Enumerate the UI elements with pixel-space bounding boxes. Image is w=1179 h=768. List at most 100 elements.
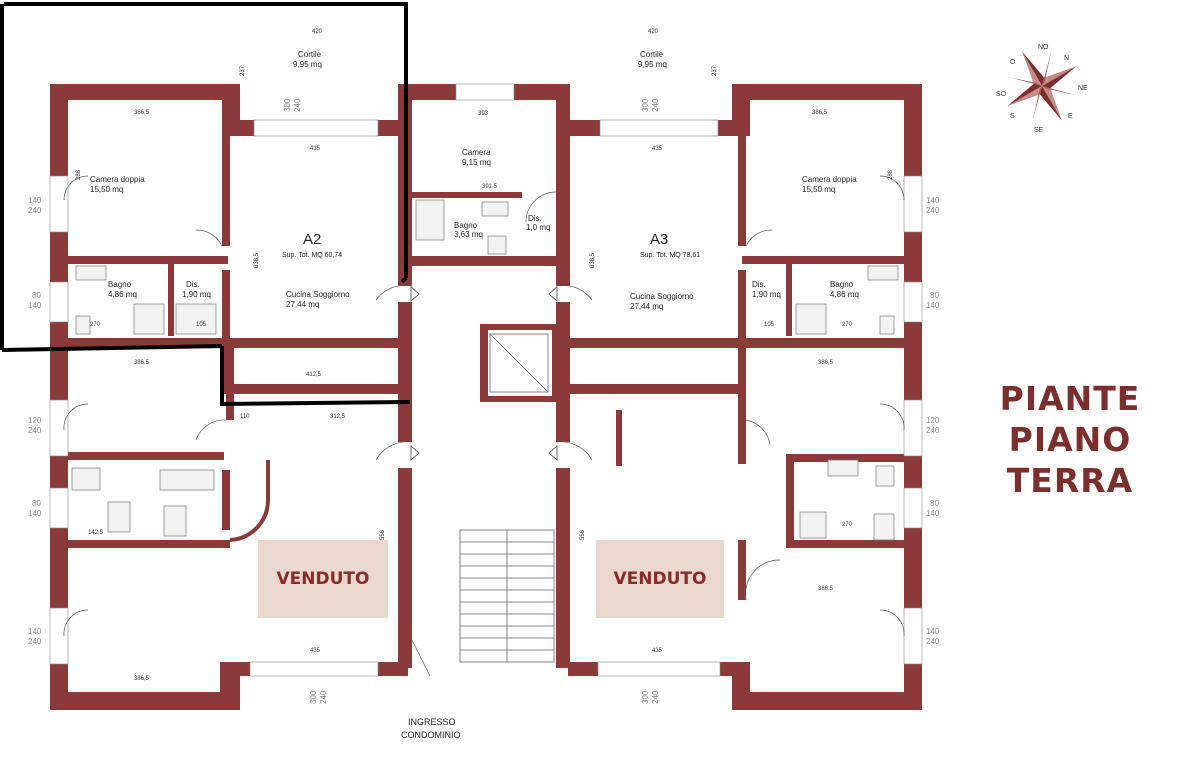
svg-text:638,5: 638,5	[254, 252, 260, 268]
window-top-l	[253, 119, 379, 137]
room-dis-left-name: Dis.	[186, 280, 200, 289]
svg-text:638,5: 638,5	[590, 252, 596, 268]
svg-text:240: 240	[651, 690, 660, 704]
compass-labels: N NE E SE S SO O NO	[996, 44, 1088, 134]
svg-text:240: 240	[28, 206, 42, 215]
wall-bottom-left-c	[220, 662, 250, 676]
sold-label-left: VENDUTO	[277, 569, 370, 589]
room-dis-right-name: Dis.	[752, 280, 766, 289]
svg-text:O: O	[1010, 59, 1016, 66]
svg-text:435: 435	[652, 648, 663, 654]
svg-text:240: 240	[651, 98, 660, 112]
wall-bottom-left	[50, 692, 240, 710]
wall-int-l1	[222, 136, 230, 246]
svg-text:312,5: 312,5	[330, 414, 346, 420]
svg-text:142,5: 142,5	[88, 530, 104, 536]
svg-text:S: S	[1010, 113, 1015, 120]
room-cucina-right-name: Cucina Soggiorno	[630, 292, 694, 301]
wall-center-right-top	[556, 84, 570, 140]
entrance-line1: INGRESSO	[408, 717, 456, 727]
svg-text:140: 140	[926, 196, 940, 205]
sold-box-right	[596, 540, 724, 618]
svg-text:393: 393	[478, 111, 489, 117]
wall-int-r8	[786, 454, 906, 462]
unit-a2-total: Sup. Tot. MQ 60,74	[282, 252, 342, 259]
plan-title-line3: TERRA	[1006, 461, 1134, 500]
svg-text:270: 270	[842, 522, 853, 528]
svg-text:556: 556	[580, 529, 586, 540]
lift-interior	[489, 333, 549, 393]
wall-bath-top	[412, 192, 522, 198]
wall-center-right	[556, 130, 570, 286]
svg-text:300: 300	[283, 98, 292, 112]
svg-text:240: 240	[319, 690, 328, 704]
svg-text:237: 237	[240, 65, 246, 76]
svg-text:N: N	[1064, 55, 1069, 62]
window-l1	[49, 175, 69, 233]
room-camera-center-area: 9,15 mq	[462, 158, 491, 167]
svg-text:140: 140	[926, 509, 940, 518]
staircase	[459, 333, 555, 663]
wall-int-r12	[616, 410, 622, 466]
svg-text:80: 80	[930, 499, 939, 508]
wall-lift-left	[480, 324, 488, 400]
wc-r3	[873, 513, 895, 541]
window-r3	[903, 399, 923, 457]
wall-center-top-a	[398, 84, 456, 100]
sink-l2	[159, 469, 215, 491]
walls	[50, 84, 922, 710]
window-bottom-r	[597, 661, 721, 677]
unit-highlight-outline	[1, 2, 411, 407]
dis-l-box	[175, 303, 217, 335]
wall-int-l11	[64, 540, 230, 548]
svg-text:80: 80	[930, 291, 939, 300]
svg-text:240: 240	[926, 426, 940, 435]
wc-r2	[875, 465, 895, 487]
room-dis-right-area: 1,90 mq	[752, 290, 781, 299]
window-r4	[903, 487, 923, 529]
shower-c	[415, 199, 445, 241]
svg-text:270: 270	[842, 322, 853, 328]
wall-center-left-b	[398, 302, 412, 442]
shower-l3	[163, 505, 187, 537]
svg-text:288: 288	[76, 169, 82, 180]
svg-text:SE: SE	[1034, 127, 1044, 134]
shower-l	[133, 303, 165, 335]
window-top-r	[599, 119, 719, 137]
svg-text:435: 435	[310, 648, 321, 654]
svg-text:140: 140	[926, 301, 940, 310]
window-r1	[903, 175, 923, 233]
wall-int-l2	[64, 256, 228, 264]
svg-text:288: 288	[888, 169, 894, 180]
wall-int-r2	[742, 256, 906, 264]
svg-text:E: E	[1068, 113, 1073, 120]
wall-center-left-c	[398, 468, 412, 668]
svg-text:386,5: 386,5	[812, 110, 828, 116]
wall-int-r6	[570, 384, 746, 394]
svg-text:140: 140	[28, 627, 42, 636]
window-r2	[903, 281, 923, 323]
wall-int-l10	[222, 470, 230, 530]
svg-text:386,5: 386,5	[134, 676, 150, 682]
wall-int-r9	[786, 454, 794, 546]
wall-int-l3	[168, 256, 174, 336]
entrance-line2: CONDOMINIO	[401, 730, 461, 740]
svg-text:435: 435	[652, 146, 663, 152]
room-camera-doppia-right-area: 15,50 mq	[802, 185, 835, 194]
wall-int-r3	[786, 256, 792, 336]
svg-text:140: 140	[28, 509, 42, 518]
svg-text:300: 300	[641, 98, 650, 112]
room-bagno-right-area: 4,86 mq	[830, 290, 859, 299]
svg-text:435: 435	[310, 146, 321, 152]
wall-lift-right	[552, 324, 560, 400]
wall-bottom-right	[732, 692, 922, 710]
wall-bottom-right-c	[720, 662, 750, 676]
shower-r	[795, 303, 827, 335]
room-cortile-left-area: 9,95 mq	[293, 60, 322, 69]
wall-int-r1	[738, 136, 746, 246]
bath-fixtures	[71, 199, 899, 541]
svg-text:140: 140	[926, 627, 940, 636]
svg-text:NE: NE	[1078, 85, 1088, 92]
window-bottom-l	[249, 661, 379, 677]
room-cucina-right-area: 27,44 mq	[630, 302, 663, 311]
